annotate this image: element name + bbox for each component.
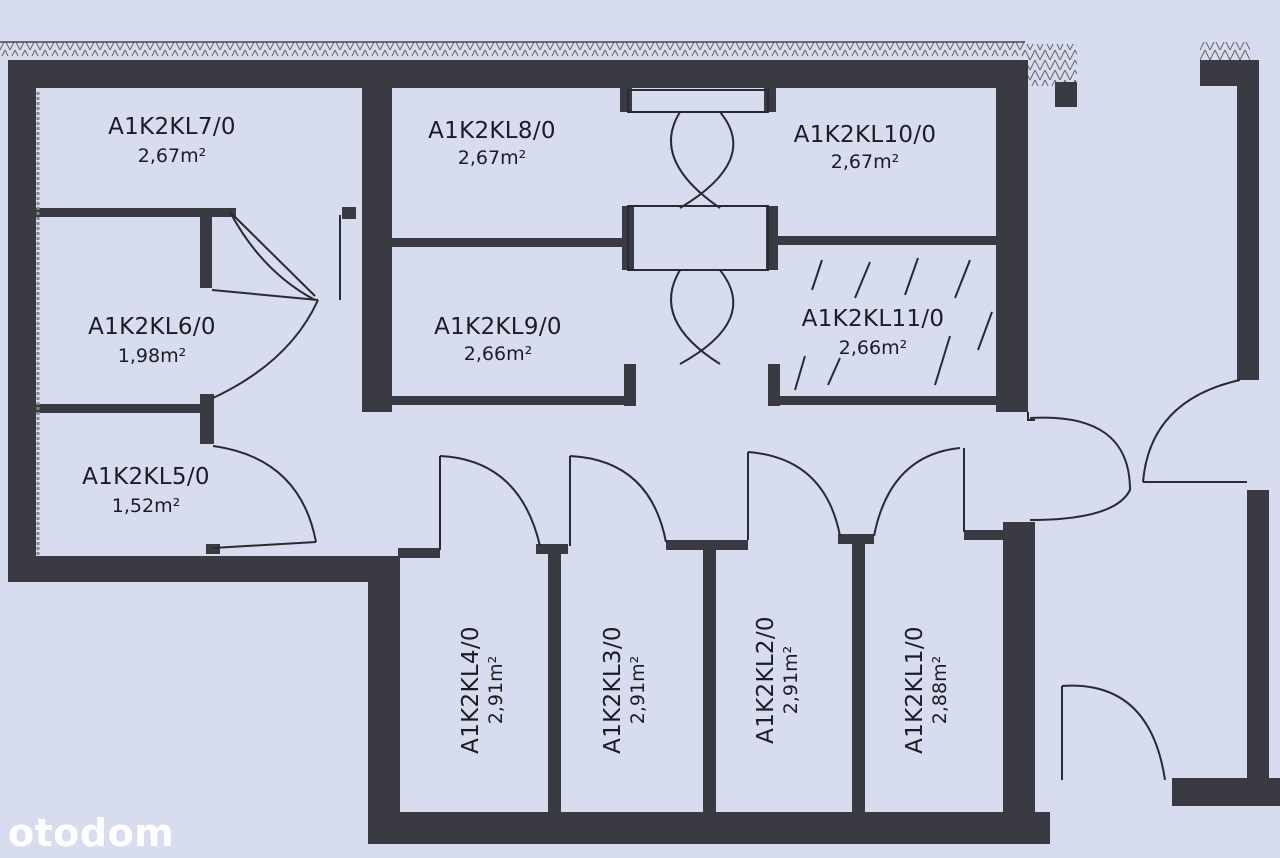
room-id: A1K2KL7/0 <box>108 114 236 140</box>
room-id: A1K2KL11/0 <box>802 306 945 332</box>
room-area: 2,91m² <box>485 656 507 724</box>
room-kl4: A1K2KL4/0 2,91m² <box>458 626 507 754</box>
room-area: 2,66m² <box>839 337 907 359</box>
room-kl2: A1K2KL2/0 2,91m² <box>753 616 802 744</box>
glazing-marks <box>794 257 993 391</box>
insulation-block-right <box>1022 44 1077 86</box>
outer-walls <box>8 60 1280 844</box>
room-kl11: A1K2KL11/0 2,66m² <box>802 306 945 359</box>
room-id: A1K2KL2/0 <box>753 616 779 744</box>
room-area: 1,98m² <box>118 345 186 367</box>
room-id: A1K2KL1/0 <box>902 626 928 754</box>
room-kl3: A1K2KL3/0 2,91m² <box>600 626 649 754</box>
room-id: A1K2KL6/0 <box>88 314 216 340</box>
room-kl9: A1K2KL9/0 2,66m² <box>434 314 562 365</box>
watermark-logo: otodom <box>8 811 174 855</box>
room-area: 2,91m² <box>627 656 649 724</box>
room-kl6: A1K2KL6/0 1,98m² <box>88 314 216 367</box>
room-labels: A1K2KL7/0 2,67m² A1K2KL8/0 2,67m² A1K2KL… <box>82 114 951 754</box>
room-id: A1K2KL5/0 <box>82 464 210 490</box>
room-id: A1K2KL10/0 <box>794 122 937 148</box>
room-kl10: A1K2KL10/0 2,67m² <box>794 122 937 173</box>
room-id: A1K2KL4/0 <box>458 626 484 754</box>
door-swings <box>211 111 1241 781</box>
partitions <box>36 88 1006 812</box>
room-id: A1K2KL9/0 <box>434 314 562 340</box>
room-area: 2,88m² <box>929 656 951 724</box>
room-kl7: A1K2KL7/0 2,67m² <box>108 114 236 167</box>
room-area: 2,91m² <box>780 646 802 714</box>
room-kl5: A1K2KL5/0 1,52m² <box>82 464 210 517</box>
wall-outlines <box>627 89 1247 483</box>
insulation-strip <box>0 42 1025 56</box>
room-area: 1,52m² <box>112 495 180 517</box>
room-area: 2,67m² <box>831 151 899 173</box>
room-kl1: A1K2KL1/0 2,88m² <box>902 626 951 754</box>
room-id: A1K2KL3/0 <box>600 626 626 754</box>
room-area: 2,67m² <box>458 147 526 169</box>
room-area: 2,66m² <box>464 343 532 365</box>
room-id: A1K2KL8/0 <box>428 118 556 144</box>
room-area: 2,67m² <box>138 145 206 167</box>
room-kl8: A1K2KL8/0 2,67m² <box>428 118 556 169</box>
